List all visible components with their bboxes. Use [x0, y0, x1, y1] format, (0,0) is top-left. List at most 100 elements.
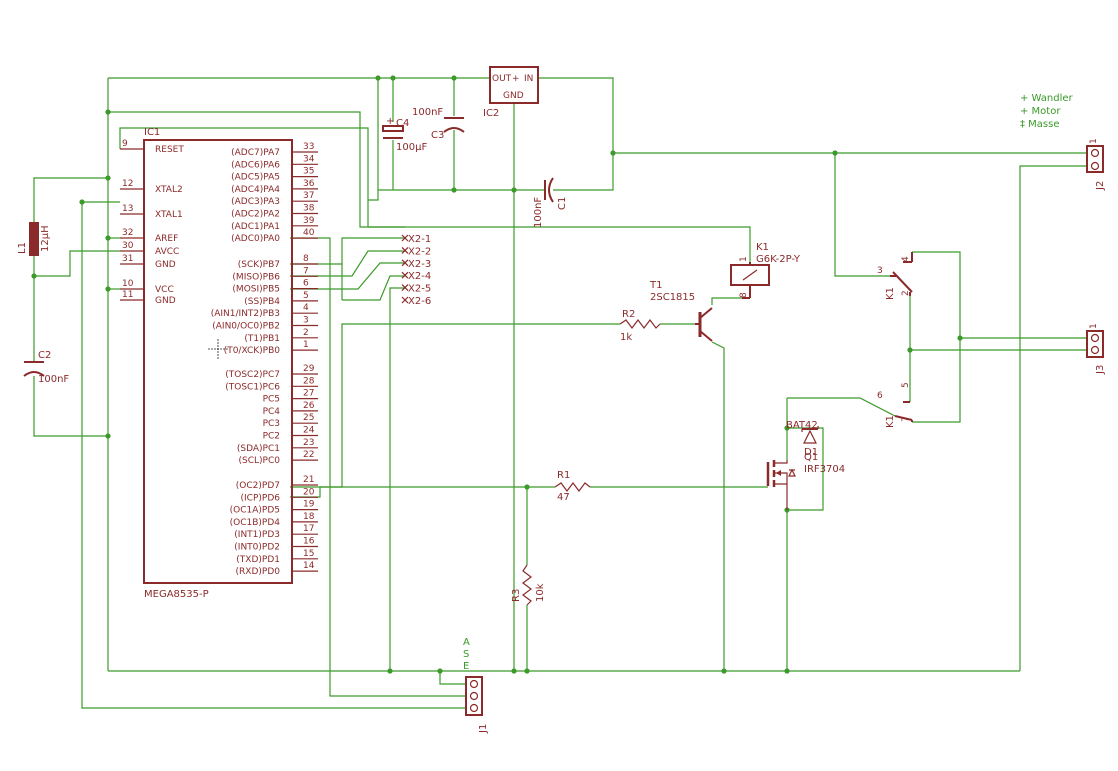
ic1-pin-label: (MOSI)PB5 — [232, 285, 280, 295]
ic1-pin-number: 18 — [303, 512, 315, 522]
k1-sw2-pin5: 5 — [901, 382, 911, 388]
ic2-in-label: IN — [524, 74, 533, 84]
ic1-pin-number: 15 — [303, 549, 314, 559]
ic1-pin-label: XTAL2 — [155, 185, 183, 195]
ic1-pin-label: (ADC2)PA2 — [231, 210, 280, 220]
ic1-pin-number: 40 — [303, 228, 315, 238]
r3-value: 10k — [535, 583, 546, 602]
ic1-pin-number: 14 — [303, 561, 315, 571]
q1-name: Q1 — [804, 452, 818, 463]
ic1-pin-label: (TOSC1)PC6 — [225, 382, 280, 392]
j2-name: J2 — [1095, 181, 1106, 191]
ic1-pin-label: PC2 — [263, 432, 280, 442]
ic1-pin-number: 26 — [303, 401, 315, 411]
c2-value: 100nF — [38, 374, 69, 385]
ic1-pin-label: (ADC6)PA6 — [231, 160, 280, 170]
r2-value: 1k — [620, 332, 632, 343]
ic1-value: MEGA8535-P — [144, 589, 209, 600]
relay-k1-switch2: 6 5 7 K1 — [877, 382, 913, 428]
ic1-pin-label: PC3 — [263, 419, 280, 429]
legend-line-1: + Wandler — [1020, 93, 1074, 104]
wire-c4-left — [377, 78, 393, 191]
wire-t1-emitter — [711, 341, 725, 671]
ic1-pin-number: 10 — [122, 279, 134, 289]
k1-sw1-pin4: 4 — [901, 256, 911, 262]
ic1-pin-label: (SDA)PC1 — [237, 444, 280, 454]
ic1-pin-number: 16 — [303, 537, 315, 547]
ic1-name: IC1 — [144, 127, 160, 138]
ic1-pin-label: PC4 — [263, 407, 281, 417]
wire-c4-gnd — [368, 190, 379, 201]
inductor-l1: L1 12µH — [17, 222, 51, 256]
ic1-pin-number: 32 — [122, 228, 133, 238]
ic1-pin-number: 22 — [303, 450, 314, 460]
ic1-pin-number: 20 — [303, 487, 315, 497]
wire-pd7 — [290, 323, 620, 488]
ic1-pin-label: (OC1A)PD5 — [230, 506, 280, 516]
c1-name: C1 — [557, 197, 568, 210]
ic1-pin-label: (SCK)PB7 — [238, 260, 280, 270]
ic1-pin-label: (INT1)PD3 — [234, 530, 280, 540]
ic1-pin-label: (MISO)PB6 — [232, 272, 280, 282]
ic1-pin-number: 36 — [303, 179, 315, 189]
wire-t1-collector — [711, 297, 742, 305]
connector-j2: 1 J2 — [1086, 138, 1106, 191]
k1-value: G6K-2P-Y — [756, 254, 801, 265]
d1-value: BAT42 — [786, 420, 818, 431]
ic1-pin-label: VCC — [155, 285, 174, 295]
r3-name: R3 — [511, 589, 522, 602]
ic1-pin-label: RESET — [155, 145, 184, 155]
x2-pin-label: X2-1 — [408, 234, 431, 245]
ic1-pin-number: 37 — [303, 191, 314, 201]
q1-value: IRF3704 — [804, 464, 845, 475]
svg-text:+: + — [386, 116, 394, 127]
d1-name: D1 — [804, 447, 818, 458]
ic1-pin-label: XTAL1 — [155, 210, 183, 220]
ic1-pin-number: 1 — [303, 340, 309, 350]
k1-name: K1 — [756, 242, 769, 253]
resistor-r3: R3 10k — [511, 564, 546, 606]
wire-in-loop — [538, 77, 614, 191]
ic1-pin-number: 27 — [303, 389, 314, 399]
ic1-pin-label: (ADC0)PA0 — [231, 234, 280, 244]
ic1-pin-number: 35 — [303, 167, 314, 177]
capacitor-c2: C2 100nF — [23, 350, 69, 385]
x2-pin: X2-1 — [401, 234, 431, 245]
x2-pin-label: X2-3 — [408, 259, 431, 270]
k1-sw1-name: K1 — [885, 287, 896, 300]
wires — [33, 77, 1087, 709]
ic1-pin-label: (ADC4)PA4 — [231, 185, 280, 195]
c2-name: C2 — [38, 350, 51, 361]
l1-name: L1 — [17, 242, 28, 254]
ic1-pin-label: (T0/XCK)PB0 — [224, 346, 281, 356]
wire-j1-a — [439, 671, 466, 685]
ic1-pin-number: 3 — [303, 316, 309, 326]
ic1-pin-number: 25 — [303, 413, 314, 423]
c1-value: 100nF — [533, 197, 544, 228]
relay-k1-coil: 1 8 K1 G6K-2P-Y — [730, 242, 801, 299]
ic1-pin-number: 30 — [122, 241, 134, 251]
svg-text:+: + — [512, 74, 520, 84]
ic1-pin-number: 33 — [303, 142, 314, 152]
ic1-pin-number: 5 — [303, 291, 309, 301]
legend-line-2: + Motor — [1020, 106, 1061, 117]
ic1-pin-number: 7 — [303, 266, 309, 276]
ic1-pin-label: (OC2)PD7 — [236, 481, 280, 491]
relay-k1-switch1: 3 4 2 K1 — [877, 252, 913, 300]
ic1-pin-number: 29 — [303, 364, 315, 374]
k1-sw2-pin6: 6 — [877, 391, 883, 401]
wire-x2-4 — [342, 275, 405, 301]
capacitor-c1: 100nF C1 — [533, 177, 568, 228]
ic1-pin-label: (ADC7)PA7 — [231, 148, 280, 158]
ic1-pin-number: 34 — [303, 154, 315, 164]
ic2-gnd-label: GND — [503, 91, 524, 101]
ic1-pin-label: (ADC3)PA3 — [231, 197, 280, 207]
ic1-pin-label: GND — [155, 296, 176, 306]
j3-name: J3 — [1095, 365, 1106, 375]
j1-label-a: A — [463, 637, 470, 648]
legend-line-3: ‡ Masse — [1020, 119, 1060, 130]
ic2-regulator: OUT + IN GND IC2 — [483, 66, 539, 119]
ic1-pin-number: 13 — [122, 204, 133, 214]
wire-j1-e — [81, 202, 466, 709]
